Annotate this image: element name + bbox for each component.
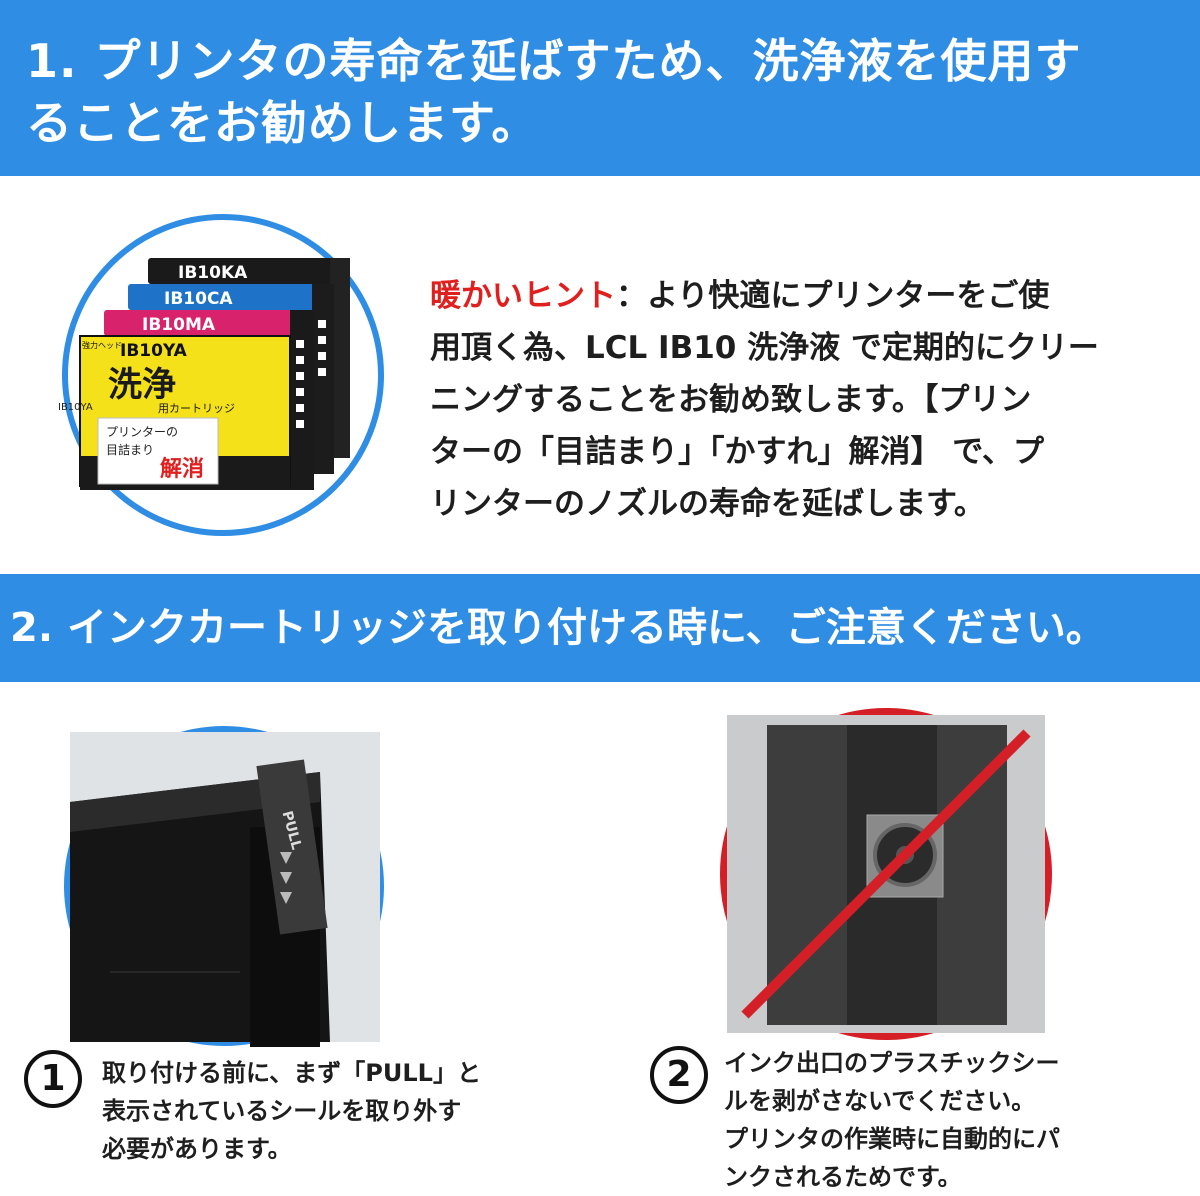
section1-title-line2: ることをお勧めします。 [26, 96, 539, 150]
cartridge-yellow-label: IB10YA [120, 341, 188, 361]
hint-text: 暖かいヒント：より快適にプリンターをご使 用頂く為、LCL IB10 洗浄液 で… [430, 270, 1170, 530]
cartridge-top-tag: 強力ヘッド [82, 340, 122, 350]
note1-line-1: 取り付ける前に、まず「PULL」と [102, 1059, 481, 1087]
chip-arrows [296, 320, 326, 428]
note2-line-4: ンクされるためです。 [724, 1163, 962, 1191]
cartridge-yellow: IB10YA 強力ヘッド 洗浄 用カートリッジ プリンターの 目詰まり 解消 I… [58, 335, 291, 490]
note2-number-badge: 2 [650, 1046, 708, 1104]
note1-number-badge: 1 [24, 1050, 82, 1108]
section1-title-line1: 1. プリンタの寿命を延ばすため、洗浄液を使用す [26, 34, 1082, 88]
sticker-line1: プリンターの [106, 425, 178, 439]
cartridge-magenta-label: IB10MA [142, 315, 216, 335]
hint-line-4: ターの「目詰まり」「かすれ」解消】 で、プ [430, 434, 1045, 470]
cartridges-illustration: IB10KA IB10CA IB10MA IB10YA 強力ヘッド 洗浄 用カー… [58, 258, 350, 490]
cartridges-photo: IB10KA IB10CA IB10MA IB10YA 強力ヘッド 洗浄 用カー… [58, 214, 384, 536]
pull-tab-arrows [280, 852, 292, 904]
cartridge-black: IB10KA [148, 258, 350, 458]
cartridge-black-label: IB10KA [178, 263, 248, 283]
cartridge-side-tag: IB10YA [58, 402, 93, 413]
hint-line-5: リンターのノズルの寿命を延ばします。 [430, 486, 985, 522]
note2-line-2: ルを剥がさないでください。 [724, 1087, 1036, 1115]
note1-line-2: 表示されているシールを取り外す [102, 1097, 462, 1125]
pull-tab-photo: PULL [64, 726, 384, 1047]
pull-tab-illustration: PULL [70, 732, 380, 1047]
hint-line-1-text: ：より快適にプリンターをご使 [616, 278, 1050, 314]
note2-text: インク出口のプラスチックシー ルを剥がさないでください。 プリンタの作業時に自動… [724, 1044, 1184, 1196]
sticker-line3: 解消 [160, 456, 204, 482]
hint-line-1: 暖かいヒント：より快適にプリンターをご使 [430, 270, 1170, 322]
hint-line-2: 用頂く為、LCL IB10 洗浄液 で定期的にクリー [430, 330, 1099, 366]
cartridge-cyan: IB10CA [128, 284, 334, 474]
cartridge-wash-sub: 用カートリッジ [158, 402, 235, 415]
hint-label: 暖かいヒント [430, 278, 616, 314]
hint-line-3: ニングすることをお勧め致します。【プリン [430, 382, 1032, 418]
cartridge-cyan-label: IB10CA [164, 289, 233, 309]
note1-line-3: 必要があります。 [102, 1135, 292, 1163]
cartridge-wash-badge: 洗浄 [108, 365, 176, 405]
note2-line-3: プリンタの作業時に自動的にパ [724, 1125, 1060, 1153]
prohibition-slash [741, 729, 1031, 1019]
sticker-line2: 目詰まり [106, 442, 154, 457]
note2-line-1: インク出口のプラスチックシー [724, 1049, 1060, 1077]
ink-outlet-illustration [727, 715, 1045, 1033]
section1-banner: 1. プリンタの寿命を延ばすため、洗浄液を使用す ることをお勧めします。 [0, 0, 1200, 176]
section2-title: 2. インクカートリッジを取り付ける時に、ご注意ください。 [10, 605, 1106, 651]
section2-banner: 2. インクカートリッジを取り付ける時に、ご注意ください。 [0, 574, 1200, 682]
note1-text: 取り付ける前に、まず「PULL」と 表示されているシールを取り外す 必要がありま… [102, 1054, 582, 1168]
ink-outlet-photo [720, 708, 1052, 1040]
